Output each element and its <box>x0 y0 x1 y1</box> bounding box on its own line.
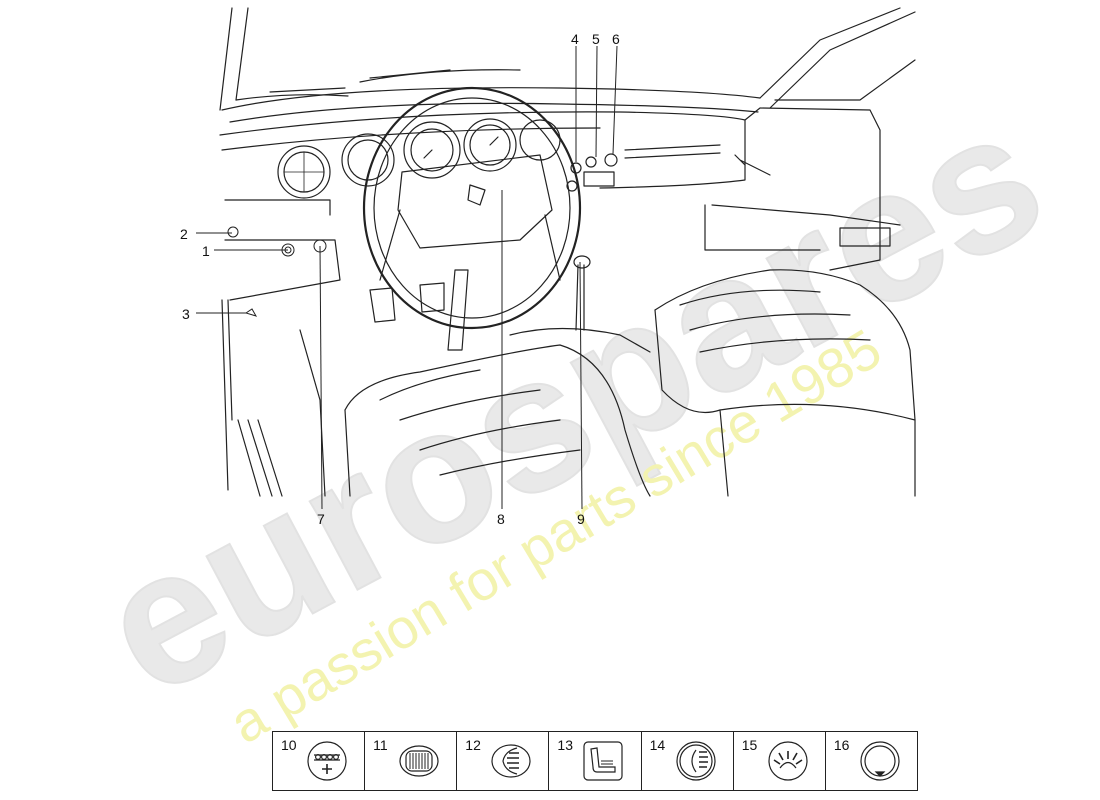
callout-8: 8 <box>497 511 505 527</box>
rear-window-defrost-icon <box>307 741 347 781</box>
legend-item: 13 <box>549 732 642 790</box>
callout-6: 6 <box>612 31 620 47</box>
heater-fan-icon <box>491 744 531 778</box>
callout-7: 7 <box>317 511 325 527</box>
callout-3: 3 <box>182 306 190 322</box>
legend-number: 10 <box>281 737 297 753</box>
switch-legend: 10 11 12 13 <box>272 731 918 791</box>
legend-number: 15 <box>741 737 758 753</box>
legend-number: 12 <box>465 737 481 753</box>
callout-9: 9 <box>577 511 585 527</box>
legend-number: 16 <box>833 737 850 753</box>
callout-5: 5 <box>592 31 600 47</box>
callout-2: 2 <box>180 226 188 242</box>
legend-item: 15 <box>734 732 826 790</box>
legend-item: 11 <box>365 732 458 790</box>
legend-number: 11 <box>373 737 388 753</box>
legend-item: 12 <box>457 732 550 790</box>
seat-heater-icon <box>583 741 624 781</box>
interior-light-icon <box>768 741 808 781</box>
callout-1: 1 <box>202 243 210 259</box>
fog-lamp-icon <box>675 741 716 781</box>
callout-4: 4 <box>571 31 579 47</box>
legend-item: 14 <box>642 732 734 790</box>
legend-item: 10 <box>273 732 366 790</box>
legend-number: 14 <box>649 737 666 753</box>
legend-number: 13 <box>557 737 573 753</box>
legend-item: 16 <box>826 732 917 790</box>
heated-rear-window-icon <box>399 745 439 777</box>
switch-knob-icon <box>860 741 900 781</box>
